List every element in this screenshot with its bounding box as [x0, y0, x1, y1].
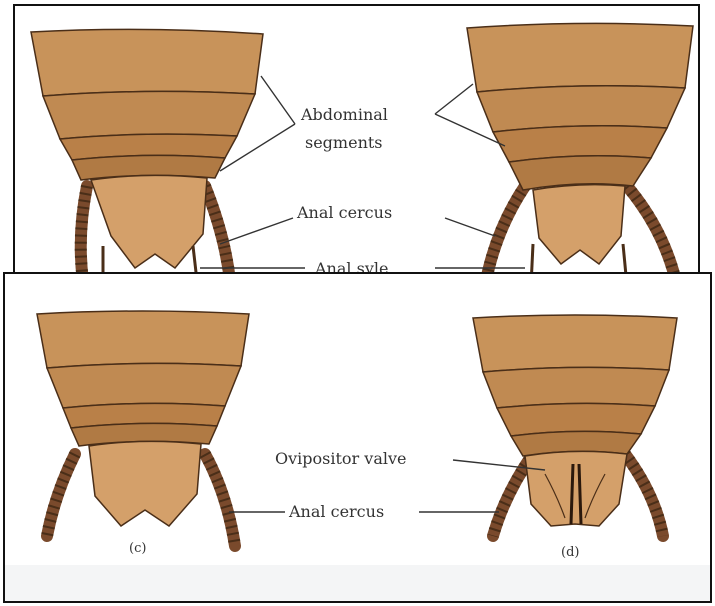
segment-a-2 — [43, 91, 255, 139]
segment-b-1 — [467, 23, 693, 92]
caption-d: (d) — [561, 545, 579, 560]
label-segments: segments — [305, 133, 383, 152]
leader-anal-cercus-right — [445, 218, 495, 236]
anal-plate-c — [89, 441, 201, 526]
segment-c-1 — [37, 311, 249, 368]
segment-d-1 — [473, 315, 677, 372]
anal-plate-b — [533, 185, 625, 264]
label-ovipositor-valve: Ovipositor valve — [275, 449, 406, 468]
top-illustration: Abdominal segments Anal cercus Anal syle — [15, 6, 702, 296]
abdomen-c: (c) — [37, 311, 249, 556]
figure-panel-bottom: (c) (d) Ovipositor valve Anal cercus — [3, 272, 712, 603]
abdomen-d: (d) — [473, 315, 677, 560]
segment-a-1 — [31, 29, 263, 96]
segment-b-2 — [477, 86, 685, 132]
anal-plate-a — [91, 175, 207, 268]
label-anal-cercus-top: Anal cercus — [296, 203, 392, 222]
ovipositor-plate-d — [525, 451, 627, 526]
bottom-illustration: (c) (d) Ovipositor valve Anal cercus — [5, 274, 714, 605]
label-anal-cercus-bottom: Anal cercus — [288, 502, 384, 521]
label-abdominal: Abdominal — [300, 105, 388, 124]
cercus-right-b — [627, 186, 677, 286]
figure-panel-top: Abdominal segments Anal cercus Anal syle — [13, 4, 700, 294]
abdomen-a — [31, 29, 263, 281]
leader-anal-cercus-left — [220, 218, 293, 244]
segment-c-2 — [47, 363, 241, 408]
abdomen-b — [467, 23, 693, 286]
segment-d-2 — [483, 367, 669, 408]
caption-c: (c) — [129, 541, 146, 556]
